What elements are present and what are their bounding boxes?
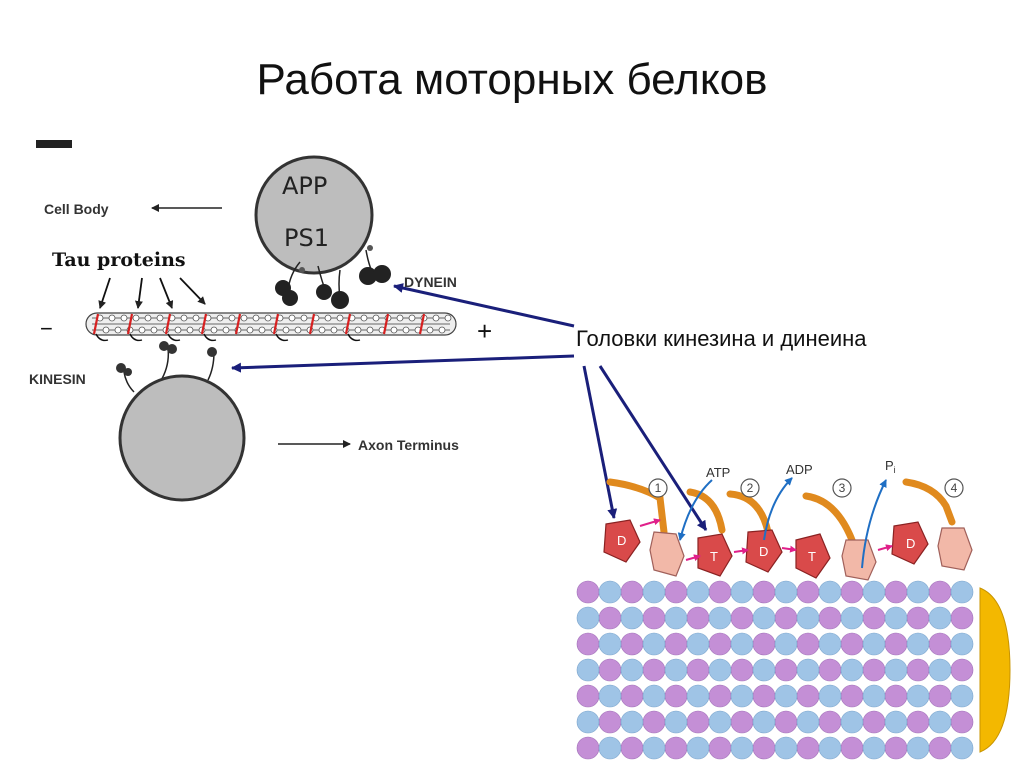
microtubule-end-cap	[979, 587, 1011, 753]
plus-end-label: +	[477, 316, 492, 346]
scan-mark	[36, 140, 72, 148]
axon-microtubule	[85, 312, 457, 342]
kinesin-walking-diagram: D T D T D ATP ADP Pi	[576, 458, 1011, 760]
pi-main: P	[885, 458, 894, 473]
step-circles	[648, 478, 964, 498]
slide-title: Работа моторных белков	[256, 55, 768, 104]
step-numbers: 1 2 3 4	[655, 481, 958, 495]
head-d-1: D	[617, 533, 626, 548]
dynein-motor	[275, 245, 391, 309]
ps1-label: PS1	[284, 224, 329, 252]
tau-proteins-label: Tau proteins	[52, 249, 186, 271]
vesicle-lower	[118, 374, 246, 502]
kinesin-heads	[603, 519, 973, 581]
tau-pointer-arrows	[98, 277, 206, 309]
head-d-2: D	[759, 544, 768, 559]
head-letters: D T D T D	[617, 533, 915, 564]
kinesin-motor	[116, 341, 217, 393]
callout-label: Головки кинезина и динеина	[576, 326, 867, 351]
callout-arrows	[231, 283, 708, 531]
atp-label: ATP	[706, 465, 730, 480]
pi-subscript: i	[894, 465, 896, 475]
kinesin-label: KINESIN	[29, 371, 86, 387]
head-d-3: D	[906, 536, 915, 551]
tau-protein-marks	[92, 313, 426, 335]
adp-label: ADP	[786, 462, 813, 477]
step-2: 2	[747, 481, 754, 495]
step-1: 1	[655, 481, 662, 495]
dynein-label: DYNEIN	[404, 274, 457, 290]
tubulin-lattice	[576, 580, 1011, 760]
head-t-1: T	[710, 549, 718, 564]
step-arrows	[639, 518, 893, 562]
left-neuron-diagram: Cell Body Tau proteins APP PS1	[29, 140, 492, 502]
step-4: 4	[951, 481, 958, 495]
cell-body-label: Cell Body	[44, 201, 109, 217]
cofactor-arrows	[677, 477, 887, 569]
minus-end-label: −	[40, 316, 53, 341]
axon-terminus-label: Axon Terminus	[358, 437, 459, 453]
app-label: APP	[282, 172, 327, 200]
step-3: 3	[839, 481, 846, 495]
head-t-2: T	[808, 549, 816, 564]
vesicle-app-ps1	[254, 155, 374, 275]
pi-label: Pi	[885, 458, 896, 475]
